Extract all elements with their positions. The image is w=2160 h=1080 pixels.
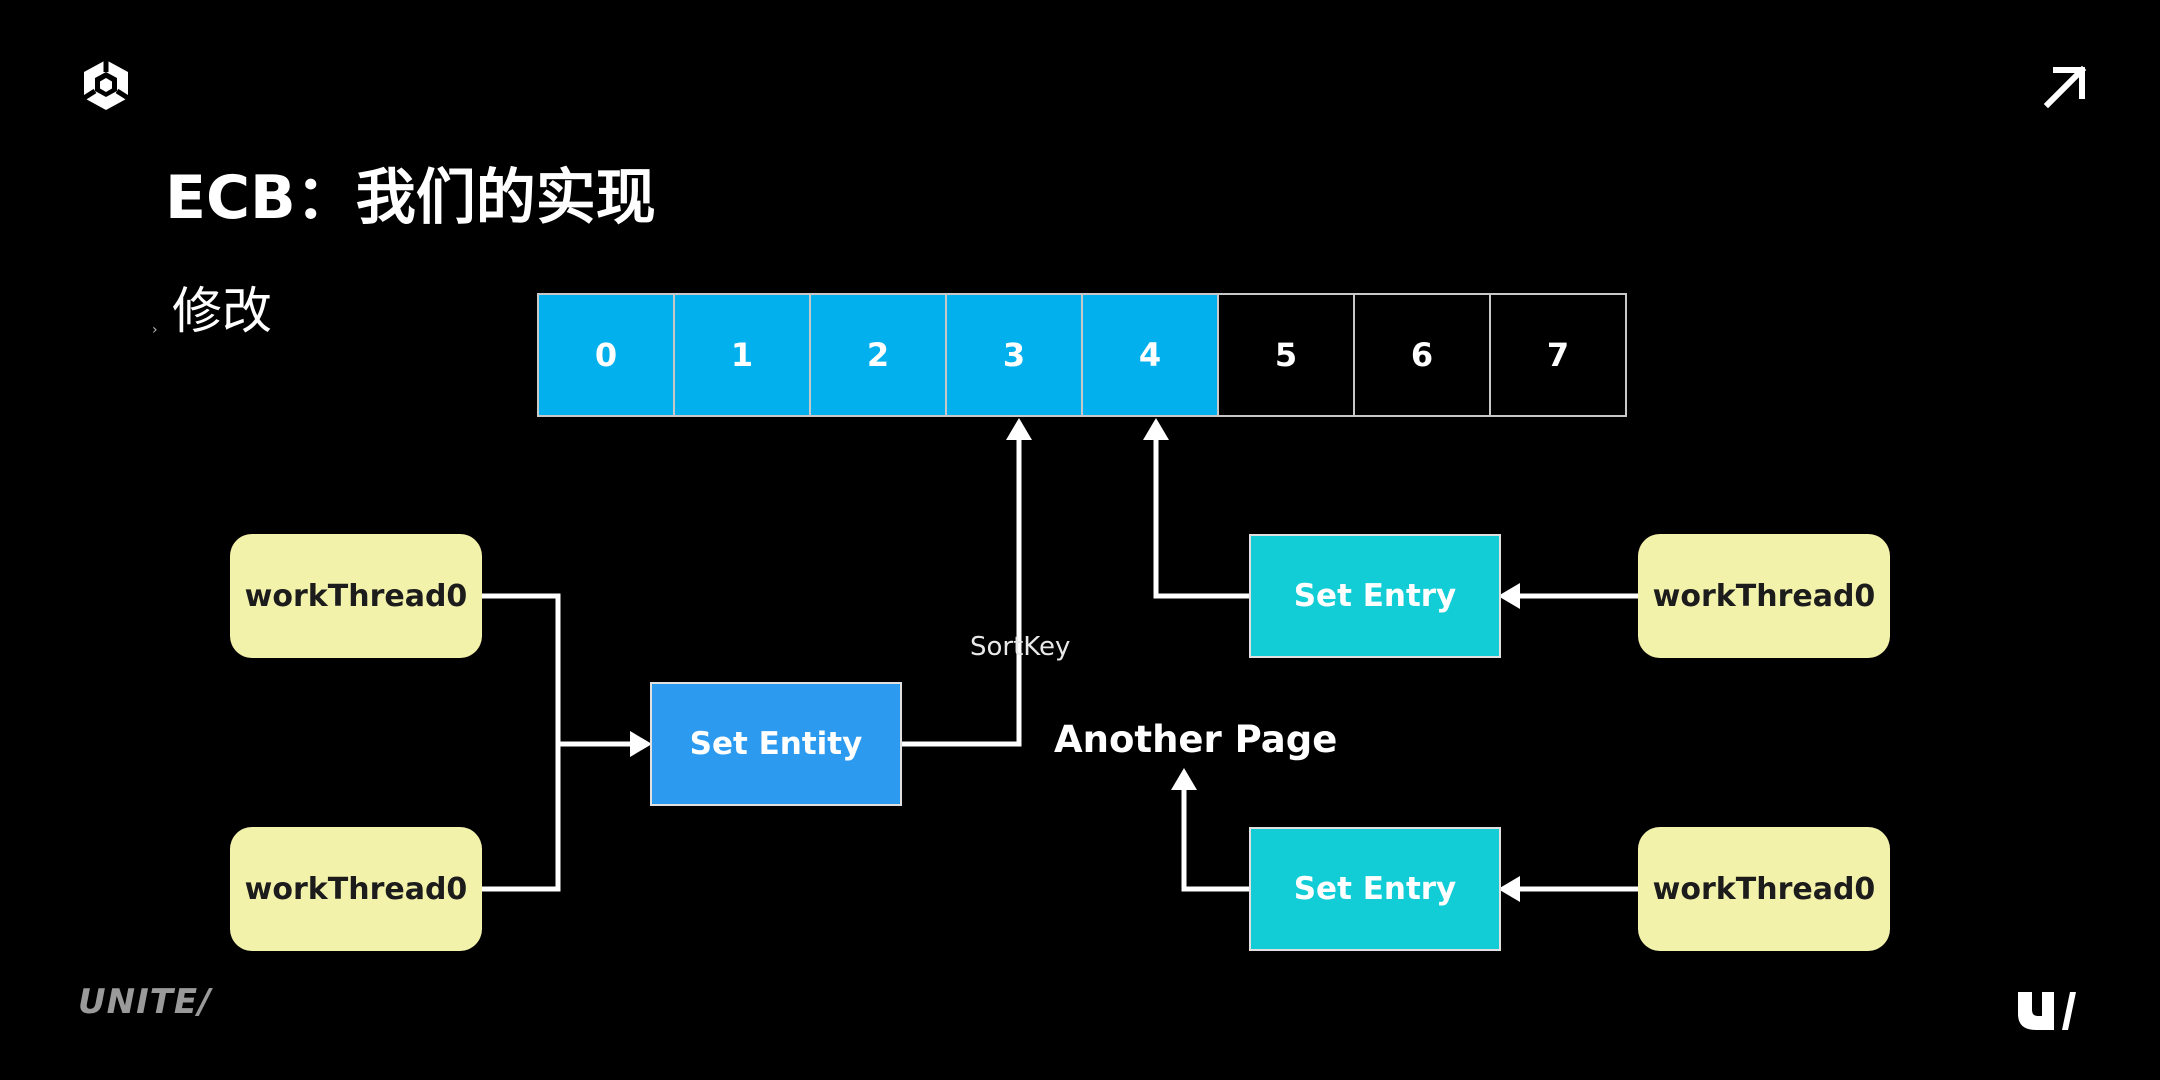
arrowhead-set-entity	[630, 731, 652, 757]
thread-top-connector	[480, 593, 561, 744]
work-thread-box: workThread0	[230, 534, 482, 658]
sortkey-label: SortKey	[970, 632, 1071, 662]
unite-brand-logo: UNITE/	[78, 982, 212, 1022]
bullet-marker: ›	[152, 322, 158, 338]
buffer-cell: 2	[809, 293, 947, 417]
arrowhead-cell3	[1006, 418, 1032, 440]
set-entry-box: Set Entry	[1249, 827, 1501, 951]
work-thread-box: workThread0	[230, 827, 482, 951]
arrowhead-another-page	[1171, 768, 1197, 790]
set-entry-to-page-arrow	[1181, 782, 1250, 892]
set-entity-box: Set Entity	[650, 682, 902, 806]
buffer-cell: 7	[1489, 293, 1627, 417]
set-entry-box: Set Entry	[1249, 534, 1501, 658]
arrow-up-right-icon[interactable]	[2042, 62, 2090, 110]
buffer-cell: 4	[1081, 293, 1219, 417]
buffer-cells: 0 1 2 3 4 5 6 7	[537, 293, 1627, 417]
buffer-cell: 1	[673, 293, 811, 417]
set-entity-to-cell3-arrow	[900, 428, 1022, 747]
set-entry-to-cell4-arrow	[1153, 428, 1250, 599]
buffer-cell: 6	[1353, 293, 1491, 417]
arrowhead-cell4	[1143, 418, 1169, 440]
arrowhead-entry-bottom	[1498, 876, 1520, 902]
unity-logo-icon	[82, 60, 130, 110]
thread-bottom-connector	[480, 744, 561, 892]
arrowhead-entry-top	[1498, 583, 1520, 609]
unite-u-logo-icon	[2018, 992, 2076, 1030]
bullet-text: 修改	[172, 282, 272, 340]
another-page-label: Another Page	[1054, 718, 1338, 761]
work-thread-box: workThread0	[1638, 827, 1890, 951]
buffer-cell: 0	[537, 293, 675, 417]
work-thread-box: workThread0	[1638, 534, 1890, 658]
buffer-cell: 5	[1217, 293, 1355, 417]
slide-title: ECB：我们的实现	[165, 163, 656, 233]
